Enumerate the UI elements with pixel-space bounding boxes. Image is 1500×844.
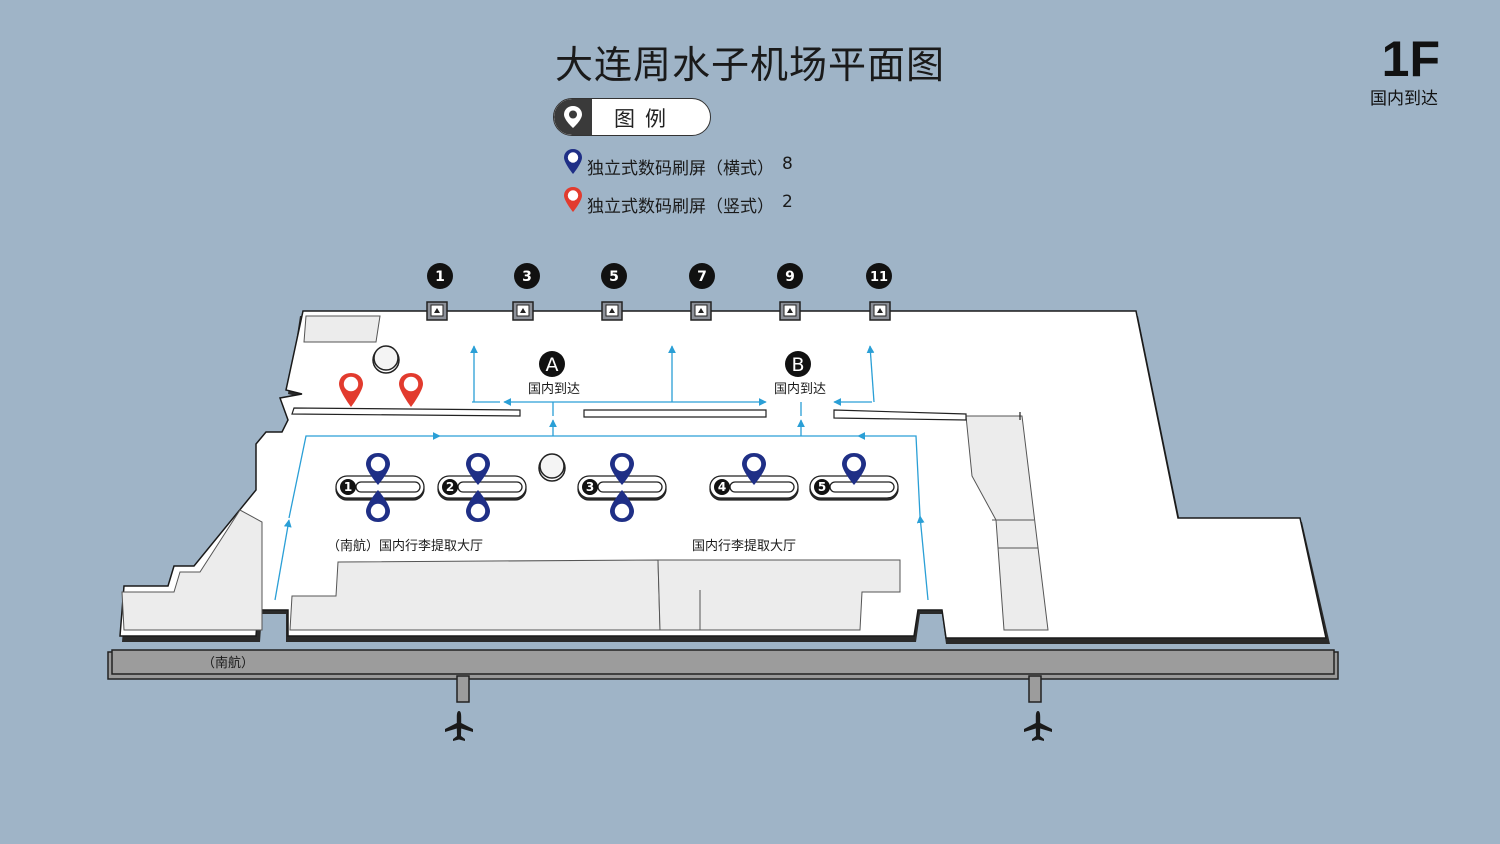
location-pin-icon <box>554 99 592 135</box>
gate-numbers: 1 3 5 7 9 11 <box>427 263 892 289</box>
carousel-number: 3 <box>586 480 594 494</box>
floor-number: 1F <box>1381 31 1440 87</box>
zone-a: A 国内到达 <box>528 351 580 397</box>
page-title: 大连周水子机场平面图 <box>554 43 945 87</box>
walkway-label: （南航） <box>202 655 254 671</box>
carousel-number: 5 <box>818 480 826 494</box>
legend-item-count: 2 <box>782 192 793 212</box>
hall-label: （南航）国内行李提取大厅 <box>327 538 483 554</box>
carousel-number: 4 <box>718 480 726 494</box>
gate-number: 7 <box>697 269 707 285</box>
legend-header: 图例 <box>553 98 711 136</box>
legend-item-count: 8 <box>782 154 793 174</box>
zone-label: 国内到达 <box>528 381 580 397</box>
baggage-carousels: 1 2 3 4 5 <box>335 475 899 501</box>
floor-label: 国内到达 <box>1370 89 1438 109</box>
airplane-icon <box>1024 711 1052 741</box>
legend-item-label: 独立式数码刷屏（竖式） <box>587 197 774 217</box>
zone-label: 国内到达 <box>774 381 826 397</box>
legend-item-label: 独立式数码刷屏（横式） <box>587 159 774 179</box>
gate-number: 11 <box>870 270 888 285</box>
hall-label: 国内行李提取大厅 <box>692 538 796 554</box>
blue-pin-icon <box>564 149 582 174</box>
red-pin-icon <box>564 187 582 212</box>
walkway <box>107 649 1339 703</box>
zone-b: B 国内到达 <box>774 351 826 397</box>
gate-number: 9 <box>785 269 795 285</box>
carousel-number: 2 <box>446 480 454 494</box>
zone-letter: B <box>791 354 804 376</box>
gate-number: 3 <box>522 269 532 285</box>
zone-letter: A <box>546 354 559 376</box>
gate-number: 5 <box>609 269 619 285</box>
gate-number: 1 <box>435 269 445 285</box>
carousel-number: 1 <box>344 480 352 494</box>
airplane-icon <box>445 711 473 741</box>
legend-title: 图例 <box>614 107 676 131</box>
